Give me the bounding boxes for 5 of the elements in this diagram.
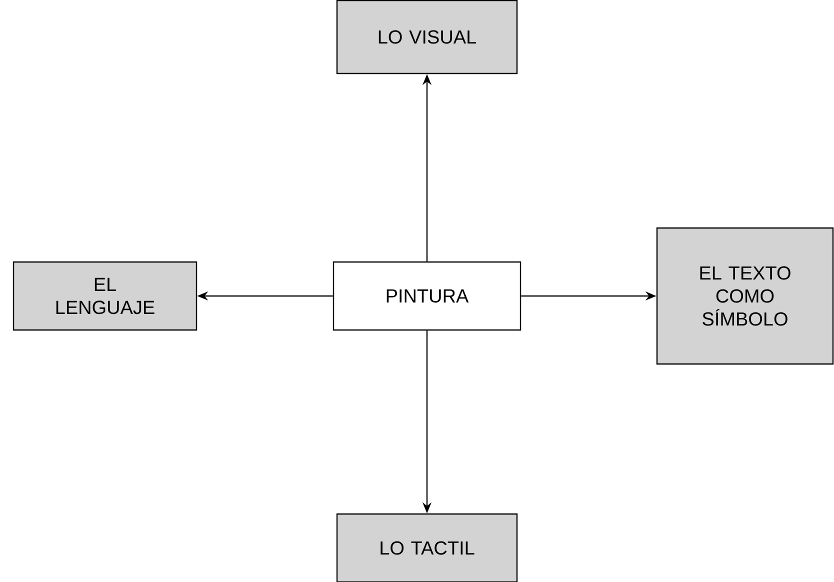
concept-box: EL LENGUAJE	[12, 261, 198, 331]
concept-box: LO TACTIL	[336, 513, 518, 582]
concept-box: LO VISUAL	[336, 0, 518, 74]
concept-box: PINTURA	[332, 261, 522, 331]
concept-box: EL TEXTO COMO SÍMBOLO	[656, 227, 834, 365]
